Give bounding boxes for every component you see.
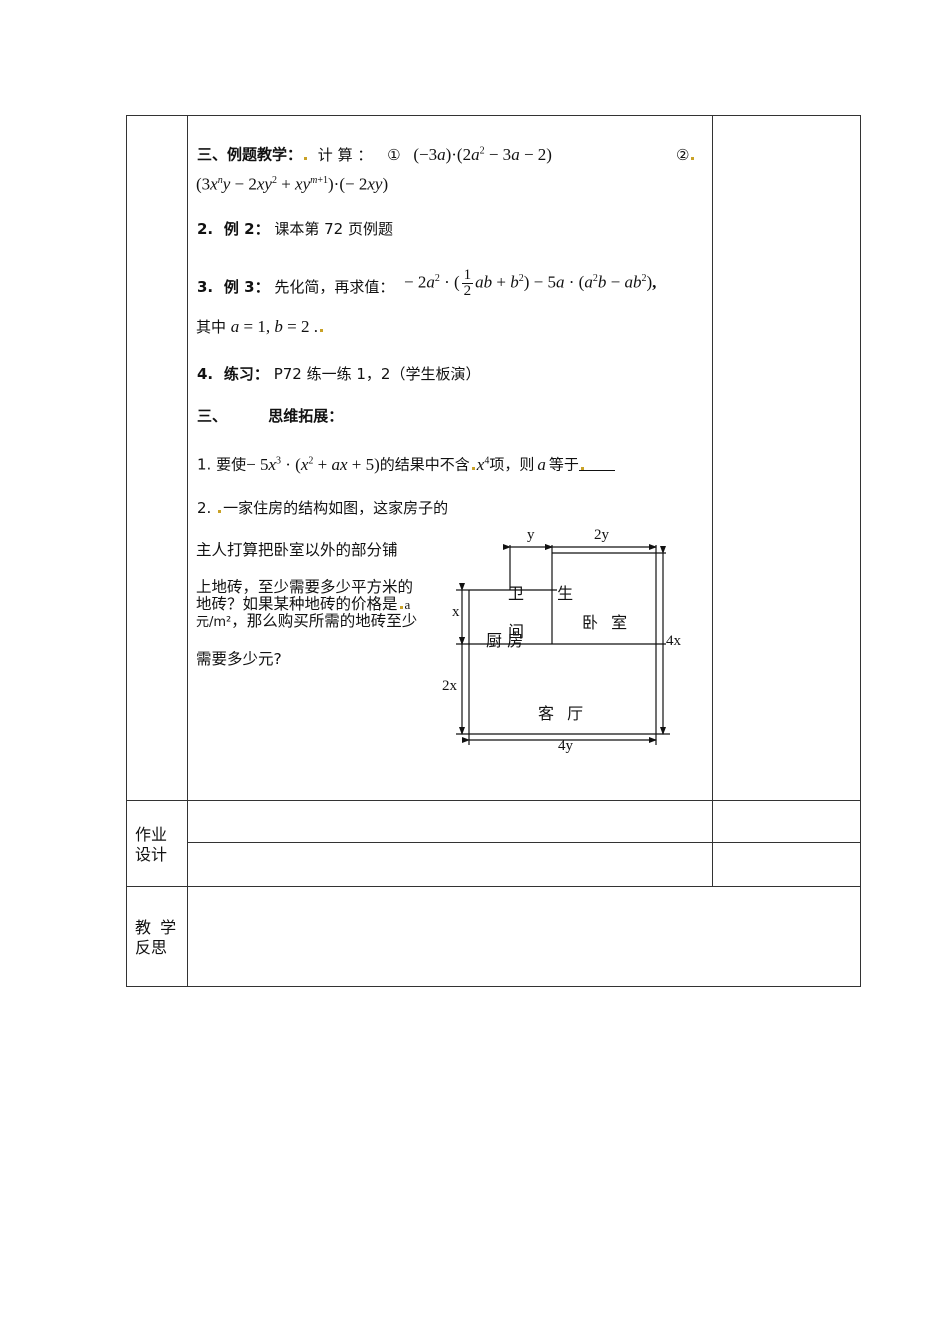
example2-text: 课本第 72 页例题: [274, 220, 393, 238]
room-kitchen-label: 厨 房: [486, 631, 524, 650]
edit-mark: [691, 157, 695, 160]
q1-prefix: 要使: [216, 455, 247, 474]
table-row-divider-2: [187, 842, 861, 843]
practice-text: P72 练一练 1，2（学生板演）: [273, 365, 481, 383]
floor-plan-svg: [456, 544, 670, 745]
q1-var: a: [537, 454, 546, 474]
item1-expression: (−3a)·(2a2 − 3a − 2): [413, 144, 552, 164]
q1-suffix1: 项，则: [489, 455, 535, 474]
practice-num: 4.: [197, 365, 214, 383]
edit-mark: [319, 329, 323, 332]
example2-label: 例 2：: [223, 220, 270, 238]
extend-title: 思维拓展：: [268, 407, 344, 425]
homework-label-2: 设计: [135, 845, 168, 864]
extend-q2-body: 主人打算把卧室以外的部分铺 上地砖，至少需要多少平方米的地砖？如果某种地砖的价格…: [196, 542, 422, 668]
table-col1-divider: [187, 115, 188, 987]
floor-plan-diagram: y 2y x 2x 4x 4y 卫 生 间 厨 房 卧 室 客 厅: [440, 520, 690, 760]
dim-bottom: 4y: [558, 738, 573, 754]
q1-suffix2: 等于: [548, 455, 579, 474]
q1-expression: − 5x3 · (x2 + ax + 5): [246, 454, 380, 474]
dim-right: 4x: [666, 633, 681, 649]
table-row-divider-3: [126, 886, 861, 887]
dim-top-left: y: [527, 527, 535, 543]
q2-line1: 一家住房的结构如图，这家房子的: [223, 499, 449, 517]
room-bedroom-label: 卧 室: [582, 613, 632, 632]
homework-cell-2[interactable]: [188, 843, 711, 885]
item2-marker-wrap: ②: [676, 146, 696, 164]
item2-marker: ②: [676, 146, 690, 164]
edit-mark: [399, 606, 403, 609]
example1-line: 三、例题教学： 计 算 ： ① (−3a)·(2a2 − 3a − 2): [197, 142, 552, 164]
edit-mark: [304, 156, 308, 160]
item2-expression: (3xny − 2xy2 + xym+1)·(− 2xy): [196, 174, 389, 194]
example3-label: 例 3：: [223, 278, 270, 296]
q1-term: x4: [476, 454, 490, 474]
example2-line: 2. 例 2： 课本第 72 页例题: [197, 220, 393, 238]
section3-title: 三、例题教学：: [197, 145, 303, 164]
example1-label: 计 算 ：: [317, 145, 373, 164]
homework-cell-1[interactable]: [188, 801, 711, 841]
room-living-label: 客 厅: [538, 704, 588, 723]
table-bottom-border: [126, 986, 861, 987]
extend-section-heading: 三、 思维拓展：: [197, 407, 343, 425]
dim-left-lower: 2x: [442, 678, 457, 694]
table-row-divider-1: [126, 800, 861, 801]
extend-q2-line1: 2. 一家住房的结构如图，这家房子的: [197, 499, 448, 517]
example3-line: 3. 例 3： 先化简，再求值：: [197, 278, 394, 296]
condition-prefix: 其中: [196, 318, 227, 336]
table-left-border: [126, 115, 127, 987]
q1-middle: 的结果中不含: [379, 455, 470, 474]
item1-marker: ①: [387, 145, 401, 164]
practice-label: 练习：: [223, 365, 269, 383]
edit-mark: [580, 466, 584, 470]
room-bathroom-label-2: 间: [508, 622, 529, 641]
q1-answer-blank[interactable]: [578, 456, 615, 471]
table-col2-divider: [712, 115, 713, 887]
edit-mark: [471, 466, 475, 470]
condition-expression: a = 1, b = 2 .: [230, 317, 318, 336]
example3-num: 3.: [197, 278, 214, 296]
edit-mark: [218, 510, 222, 513]
reflection-label-2: 反思: [135, 938, 168, 957]
reflection-cell[interactable]: [188, 887, 859, 985]
q2-line2: 主人打算把卧室以外的部分铺: [196, 541, 398, 559]
dim-left-upper: x: [452, 604, 460, 620]
q2-num: 2.: [197, 499, 212, 517]
q2-line4: 需要多少元?: [196, 650, 282, 668]
table-top-border: [126, 115, 861, 116]
dim-top-right: 2y: [594, 527, 609, 543]
room-bathroom-label: 卫 生: [508, 584, 588, 603]
practice-line: 4. 练习： P72 练一练 1，2（学生板演）: [197, 365, 480, 383]
table-right-border: [860, 115, 861, 987]
example3-text: 先化简，再求值：: [274, 278, 395, 296]
homework-label-1: 作业: [135, 825, 168, 844]
example3-condition-line: 其中 a = 1, b = 2 .: [196, 318, 325, 336]
example2-num: 2.: [197, 220, 214, 238]
q1-num: 1.: [197, 455, 212, 474]
reflection-label-1: 教 学: [135, 918, 179, 937]
extend-title-num: 三、: [197, 407, 228, 425]
